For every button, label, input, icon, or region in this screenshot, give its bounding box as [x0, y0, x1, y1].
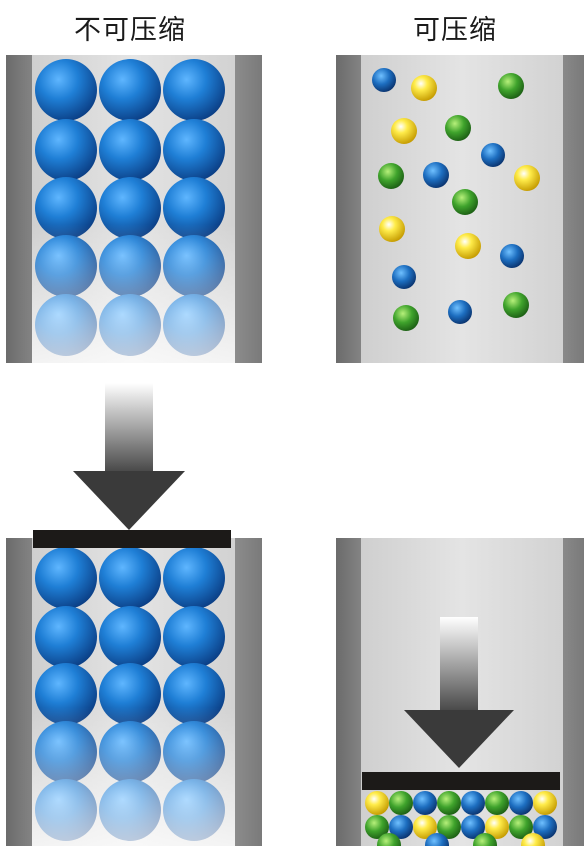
container-bottom-left [6, 530, 262, 846]
container-bottom-right [336, 538, 584, 846]
piston-left [33, 530, 231, 548]
container-top-left [6, 55, 262, 363]
container-top-right [336, 55, 584, 363]
piston-right [362, 772, 560, 790]
down-arrow-left [73, 383, 185, 530]
